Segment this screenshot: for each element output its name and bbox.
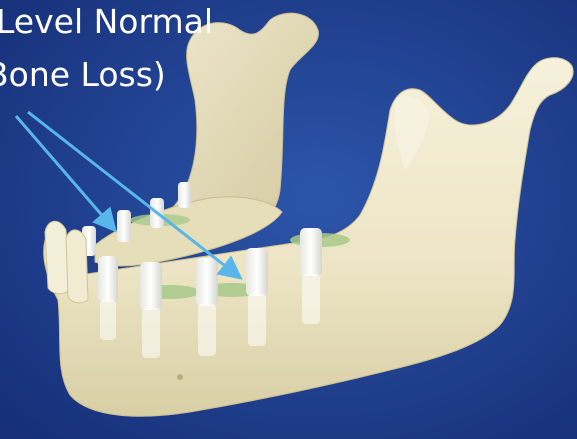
caption-line-2: Bone Loss) xyxy=(0,58,166,91)
mental-foramen xyxy=(177,374,183,380)
caption-line-1: Level Normal xyxy=(0,5,213,38)
front-teeth xyxy=(45,221,88,303)
